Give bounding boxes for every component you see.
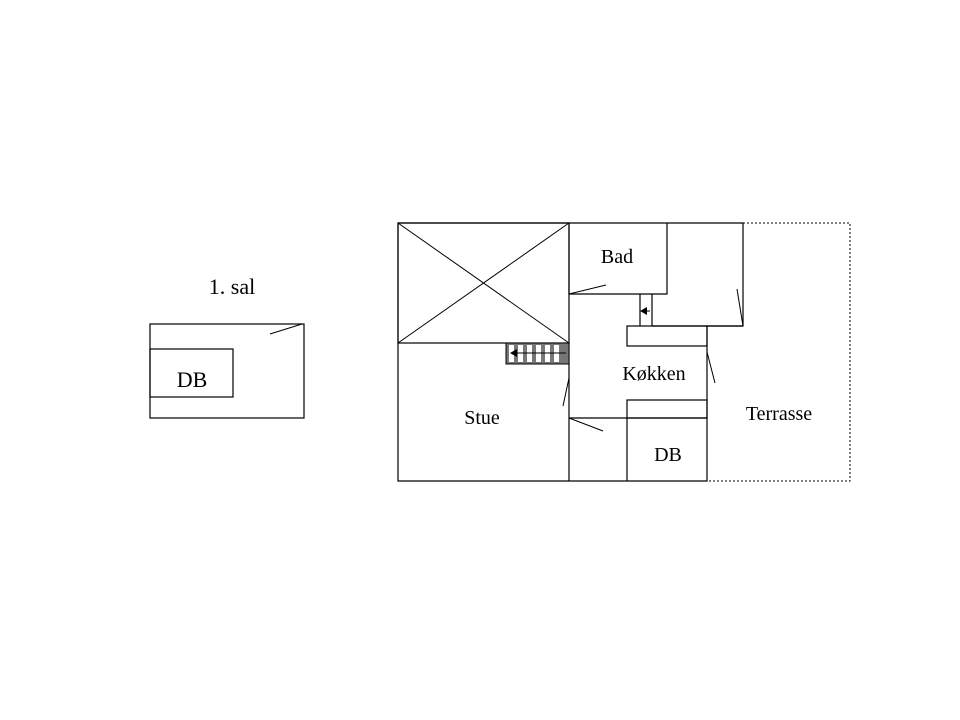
bathroom-door-swing: [568, 284, 607, 295]
stue-label: Stue: [464, 407, 500, 429]
kitchen-counter-lower: [626, 399, 708, 419]
stue-door-swing: [562, 377, 570, 407]
terrace-outline: [707, 222, 851, 482]
upper-db-label: DB: [177, 367, 208, 392]
upper-door-swing: [269, 323, 303, 335]
upper-floor-title: 1. sal: [209, 274, 255, 299]
right-room-door-swing: [736, 288, 744, 327]
staircase: [505, 342, 570, 365]
terrace-label: Terrasse: [746, 403, 812, 425]
kitchen-label: Køkken: [622, 363, 685, 385]
upper-db-room: [149, 348, 234, 398]
terrace-door-swing: [706, 351, 716, 384]
hall-door-swing: [568, 417, 604, 432]
upper-floor-outline: [149, 323, 305, 419]
bathroom-walls: [568, 223, 668, 295]
ground-floor-plan: Bad Køkken Terrasse DB Stue: [397, 222, 851, 482]
db-room-label: DB: [654, 444, 682, 466]
upper-floor-plan: 1. sal DB: [149, 274, 305, 419]
bathroom-label: Bad: [601, 246, 633, 268]
stair-arrow-icon: [510, 349, 517, 357]
kitchen-counter-upper: [626, 325, 708, 347]
ground-floor-outline: [397, 222, 744, 482]
passage-arrow-icon: [640, 307, 647, 315]
void-cross-line: [397, 222, 570, 344]
